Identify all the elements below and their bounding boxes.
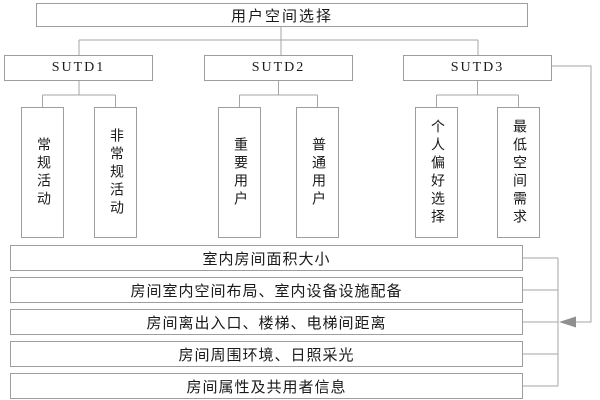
leaf-box-minimum-space-need: 最低空间需求 (497, 107, 540, 238)
sutd3-fanout (436, 81, 519, 107)
leaf-box-personal-preference: 个人偏好选择 (415, 107, 458, 238)
group-box-sutd1: SUTD1 (4, 55, 153, 81)
leaf-box-ordinary-users: 普通用户 (296, 107, 339, 238)
root-box-user-space-selection: 用户空间选择 (36, 3, 528, 27)
sutd1-label: SUTD1 (51, 60, 106, 75)
criteria-row-distance-access: 房间离出入口、楼梯、电梯间距离 (10, 309, 523, 335)
leaf-box-non-regular-activities: 非常规活动 (94, 107, 137, 238)
sutd1-fanout (42, 81, 116, 107)
root-label: 用户空间选择 (230, 8, 333, 25)
criteria-connectors (523, 257, 558, 387)
feedback-arrow-icon (559, 316, 576, 328)
criteria-row-layout-facilities: 房间室内空间布局、室内设备设施配备 (10, 277, 523, 303)
leaf-box-regular-activities: 常规活动 (21, 107, 64, 238)
sutd3-feedback-line (552, 65, 592, 323)
criteria-row-attributes-cousers: 房间属性及共用者信息 (10, 373, 523, 399)
sutd3-label: SUTD3 (450, 60, 505, 75)
criteria-row-room-area: 室内房间面积大小 (10, 245, 523, 271)
sutd2-label: SUTD2 (251, 60, 306, 75)
group-box-sutd3: SUTD3 (403, 55, 552, 81)
sutd2-fanout (239, 81, 318, 107)
group-box-sutd2: SUTD2 (204, 55, 353, 81)
criteria-row-environment-daylight: 房间周围环境、日照采光 (10, 341, 523, 367)
leaf-box-important-users: 重要用户 (218, 107, 261, 238)
